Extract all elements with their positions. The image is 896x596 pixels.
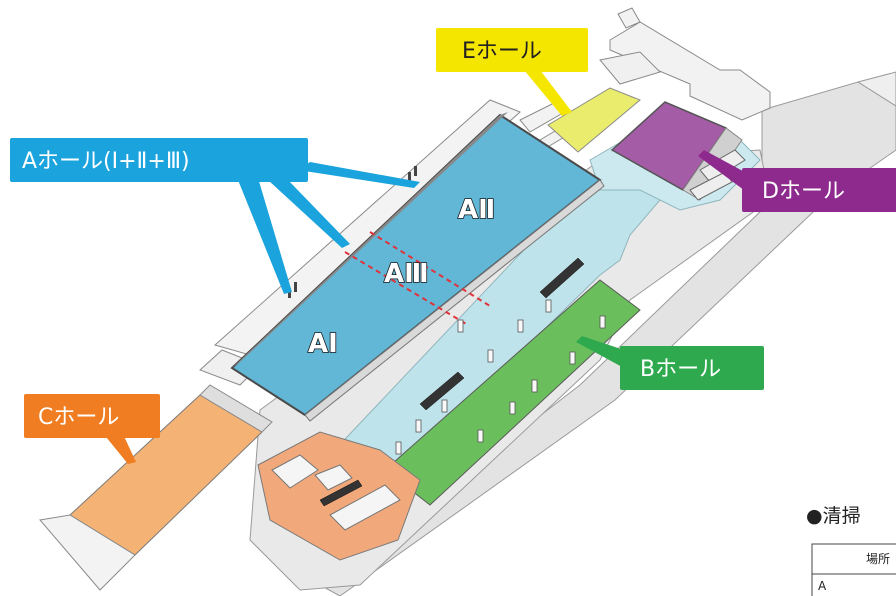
b-hall-callout: Bホール (620, 346, 764, 390)
c-hall-leader (102, 432, 136, 464)
a-hall-leader-2 (268, 178, 350, 248)
b-hall-callout-label: Bホール (640, 357, 721, 382)
callout-leaders (102, 70, 752, 464)
c-hall (39, 384, 273, 591)
a-hall-divider-2 (369, 231, 491, 307)
a-hall-leader-3 (298, 162, 420, 188)
area-label-a3: AⅢ (384, 259, 429, 289)
area-label-a2: AⅡ (458, 195, 495, 225)
schedule-row-1-location: A (818, 579, 827, 593)
b-hall-leader (576, 336, 624, 368)
e-hall (547, 87, 641, 153)
a-hall-leader-1 (238, 178, 292, 294)
d-hall-callout: Dホール (742, 168, 896, 212)
d-hall-callout-label: Dホール (762, 179, 845, 204)
e-hall-leader (524, 70, 572, 116)
escalators (319, 257, 585, 507)
a-hall (230, 112, 605, 422)
lobby-columns (395, 299, 606, 455)
entrance-structures (271, 454, 401, 531)
cleaning-schedule: ●清掃 場所 A (806, 505, 896, 596)
a-hall-callout: Aホール(Ⅰ+Ⅱ+Ⅲ) (10, 138, 308, 182)
e-hall-callout-label: Eホール (462, 39, 542, 64)
d-hall-leader (698, 150, 752, 196)
c-hall-callout: Cホール (24, 394, 160, 438)
a-hall-divider-1 (344, 251, 469, 326)
area-label-a1: AⅠ (308, 329, 338, 359)
schedule-title: ●清掃 (806, 505, 861, 527)
a-hall-callout-label: Aホール(Ⅰ+Ⅱ+Ⅲ) (22, 149, 190, 174)
schedule-header-location: 場所 (866, 552, 890, 566)
c-hall-callout-label: Cホール (38, 405, 119, 430)
e-hall-callout: Eホール (436, 28, 588, 72)
